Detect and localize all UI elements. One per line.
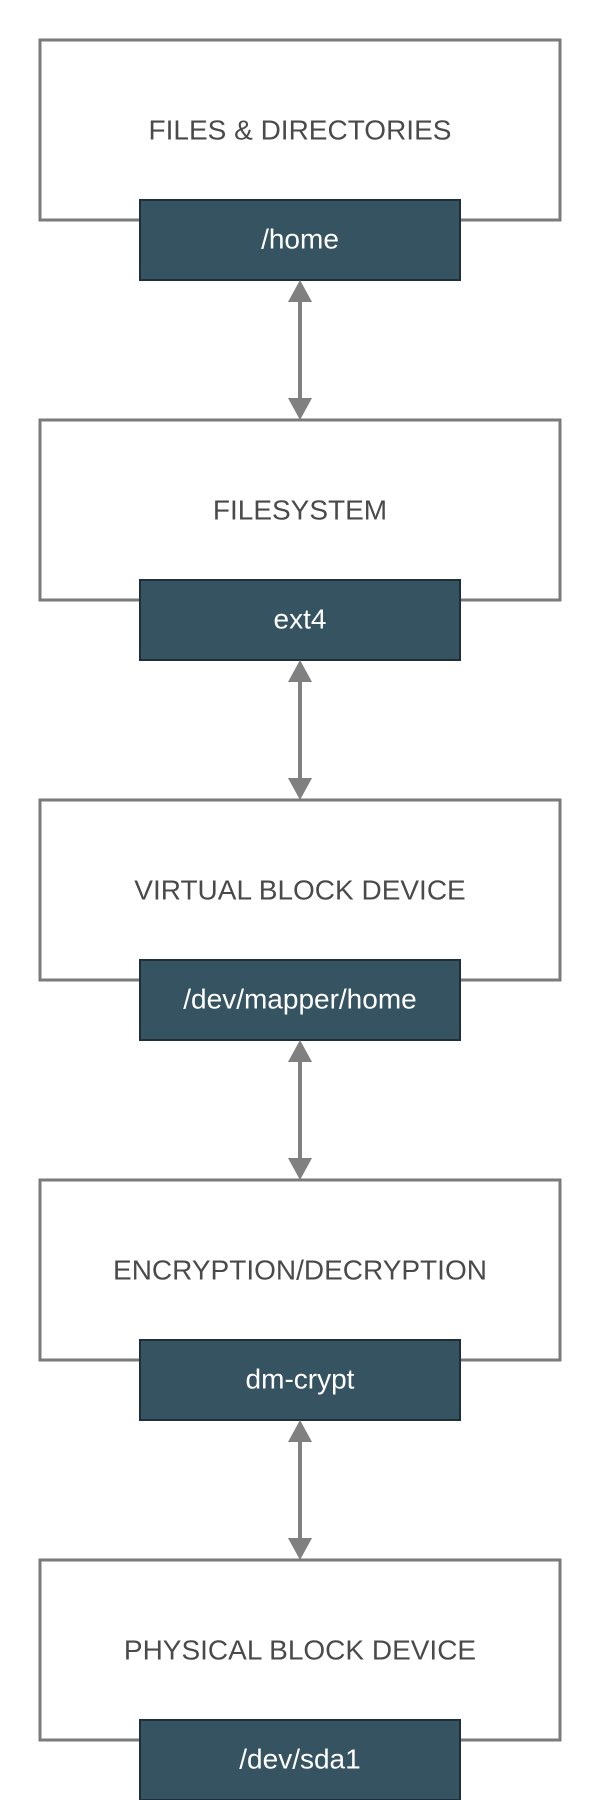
layer-tag-label: /dev/sda1: [239, 1743, 360, 1774]
layer-box: [38, 418, 562, 602]
arrow-head-up-icon: [288, 1040, 312, 1062]
layer-tag-label: /dev/mapper/home: [183, 983, 416, 1014]
arrow-head-down-icon: [288, 1538, 312, 1560]
layer-tag: [139, 199, 461, 281]
layer-title: FILESYSTEM: [213, 494, 387, 525]
layer-title: FILES & DIRECTORIES: [149, 114, 452, 145]
layer-title: PHYSICAL BLOCK DEVICE: [124, 1634, 476, 1665]
layer-3: VIRTUAL BLOCK DEVICE/dev/mapper/home: [38, 798, 562, 1041]
arrow-head-up-icon: [288, 280, 312, 302]
arrow-head-up-icon: [288, 660, 312, 682]
bidirectional-arrow: [288, 1040, 312, 1180]
arrow-head-down-icon: [288, 1158, 312, 1180]
layer-2: FILESYSTEM ext4: [38, 418, 562, 661]
arrow-head-up-icon: [288, 1420, 312, 1442]
bidirectional-arrow: [288, 1420, 312, 1560]
layer-tag-label: dm-crypt: [246, 1363, 355, 1394]
layer-1: FILES & DIRECTORIES/home: [38, 38, 562, 281]
layer-box: [38, 1178, 562, 1362]
arrow-head-down-icon: [288, 778, 312, 800]
layer-title: VIRTUAL BLOCK DEVICE: [134, 874, 465, 905]
layer-box: [38, 1558, 562, 1742]
layer-5: PHYSICAL BLOCK DEVICE/dev/sda1: [38, 1558, 562, 1800]
bidirectional-arrow: [288, 660, 312, 800]
layer-tag: [139, 1719, 461, 1800]
layer-tag-label: ext4: [274, 603, 327, 634]
layer-box: [38, 38, 562, 222]
layer-tag-label: /home: [261, 223, 339, 254]
layer-tag: [139, 1339, 461, 1421]
connectors-group: [288, 280, 312, 1560]
layer-title: ENCRYPTION/DECRYPTION: [113, 1254, 487, 1285]
layer-4: ENCRYPTION/DECRYPTION dm-crypt: [38, 1178, 562, 1421]
arrow-head-down-icon: [288, 398, 312, 420]
bidirectional-arrow: [288, 280, 312, 420]
